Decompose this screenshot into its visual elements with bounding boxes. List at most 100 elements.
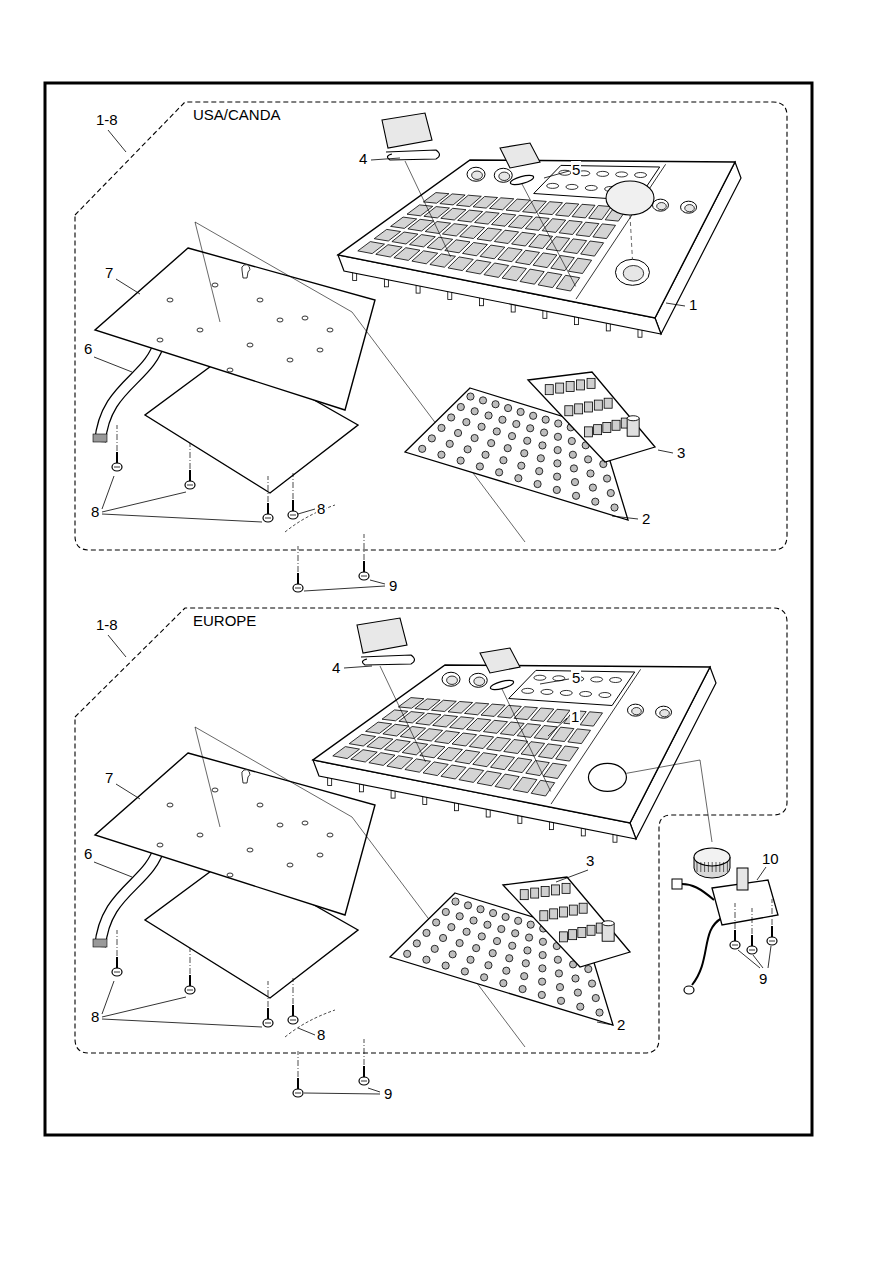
rubber-dome — [449, 951, 456, 958]
rubber-dome — [471, 408, 478, 415]
screw-shaft — [751, 935, 753, 947]
plate-hole — [157, 338, 163, 342]
rubber-dome — [461, 968, 468, 975]
sub-key — [604, 398, 612, 408]
callout-slot: 8 — [90, 503, 100, 521]
screw-shaft — [297, 1078, 299, 1090]
sub-key — [531, 888, 539, 898]
screw-guide — [772, 899, 773, 925]
callout-number: 8 — [90, 503, 100, 520]
screw-guide — [117, 425, 118, 451]
dial-ridge — [700, 862, 701, 872]
wheel — [442, 672, 460, 686]
rubber-dome — [536, 468, 543, 475]
rubber-dome — [553, 473, 560, 480]
rubber-dome — [479, 397, 486, 404]
rubber-dome — [607, 489, 614, 496]
wheel — [494, 168, 512, 182]
cover-cap — [382, 113, 432, 148]
leader-line — [612, 516, 638, 519]
ribbon-cable — [100, 845, 160, 947]
sub-key — [566, 382, 574, 392]
plate-hole — [167, 298, 173, 302]
rubber-dome — [423, 956, 430, 963]
screw-head — [263, 1019, 273, 1027]
screw-shaft — [363, 561, 365, 573]
callout-number: 3 — [585, 852, 595, 869]
leader-line — [108, 130, 126, 152]
callout-number: 1-8 — [95, 616, 119, 633]
leader-line — [304, 586, 385, 591]
rubber-dome — [485, 962, 492, 969]
screw-guide — [190, 948, 191, 974]
ground-wire — [692, 918, 722, 985]
rubber-dome — [438, 424, 445, 431]
wheel — [469, 673, 487, 687]
rubber-dome — [463, 419, 470, 426]
sub-key — [550, 909, 558, 919]
rubber-dome — [442, 962, 449, 969]
screw-shaft — [189, 975, 191, 987]
rubber-dome — [571, 479, 578, 486]
wheel — [656, 706, 672, 718]
screw-head — [359, 1077, 369, 1085]
wheel-inner — [632, 708, 642, 715]
screw-head — [293, 1089, 303, 1097]
plate-hole — [277, 318, 283, 322]
wheel-inner — [447, 676, 458, 684]
rubber-dome — [503, 967, 510, 974]
sub-key — [603, 422, 611, 432]
panel-button — [534, 675, 546, 680]
screw-slot — [114, 972, 120, 973]
cover-cap — [500, 143, 540, 168]
screw-head — [293, 584, 303, 592]
panel-button — [597, 171, 609, 176]
sub-key — [575, 404, 583, 414]
plate-hole — [302, 821, 308, 825]
rubber-dome — [456, 939, 463, 946]
screw-head — [185, 986, 195, 994]
rubber-dome — [524, 947, 531, 954]
rubber-dome — [554, 460, 561, 467]
rubber-dome — [489, 909, 496, 916]
screw-head — [185, 481, 195, 489]
leader-line — [102, 514, 262, 522]
rubber-sheet — [405, 388, 628, 520]
rubber-dome — [525, 934, 532, 941]
rubber-dome — [454, 429, 461, 436]
callout-slot: 2 — [616, 1016, 626, 1034]
sub-key — [562, 883, 570, 893]
guide-line — [405, 161, 451, 257]
callout-number: 1 — [570, 708, 580, 725]
screw-head — [730, 941, 740, 949]
callout-slot: 8 — [316, 500, 326, 518]
sub-key — [565, 406, 573, 416]
dashed-outline — [73, 606, 789, 1055]
sub-key — [569, 930, 577, 940]
plate-hole — [277, 823, 283, 827]
leader-line — [370, 580, 385, 584]
plate-hole — [317, 348, 323, 352]
panel-button — [585, 185, 597, 190]
knob-hole — [588, 763, 626, 791]
rubber-dome — [515, 917, 522, 924]
region-outline: USA/CANDA — [73, 100, 789, 552]
plate-hole — [197, 328, 203, 332]
callout-slot: 7 — [104, 769, 114, 787]
callout-number: 8 — [90, 1008, 100, 1025]
rubber-dome — [554, 433, 561, 440]
ribbon-contacts — [93, 434, 107, 442]
callout-slot: 3 — [676, 444, 686, 462]
screw-shaft — [267, 1008, 269, 1020]
leader-line — [544, 171, 569, 178]
callout-number: 2 — [616, 1016, 626, 1033]
callout-slot: 5 — [571, 669, 581, 687]
rubber-dome — [589, 484, 596, 491]
sub-key — [594, 425, 602, 435]
rubber-dome — [448, 414, 455, 421]
rubber-dome — [442, 908, 449, 915]
callout-number: 7 — [104, 769, 114, 786]
rubber-dome — [467, 956, 474, 963]
ribbon-cable — [100, 340, 160, 442]
